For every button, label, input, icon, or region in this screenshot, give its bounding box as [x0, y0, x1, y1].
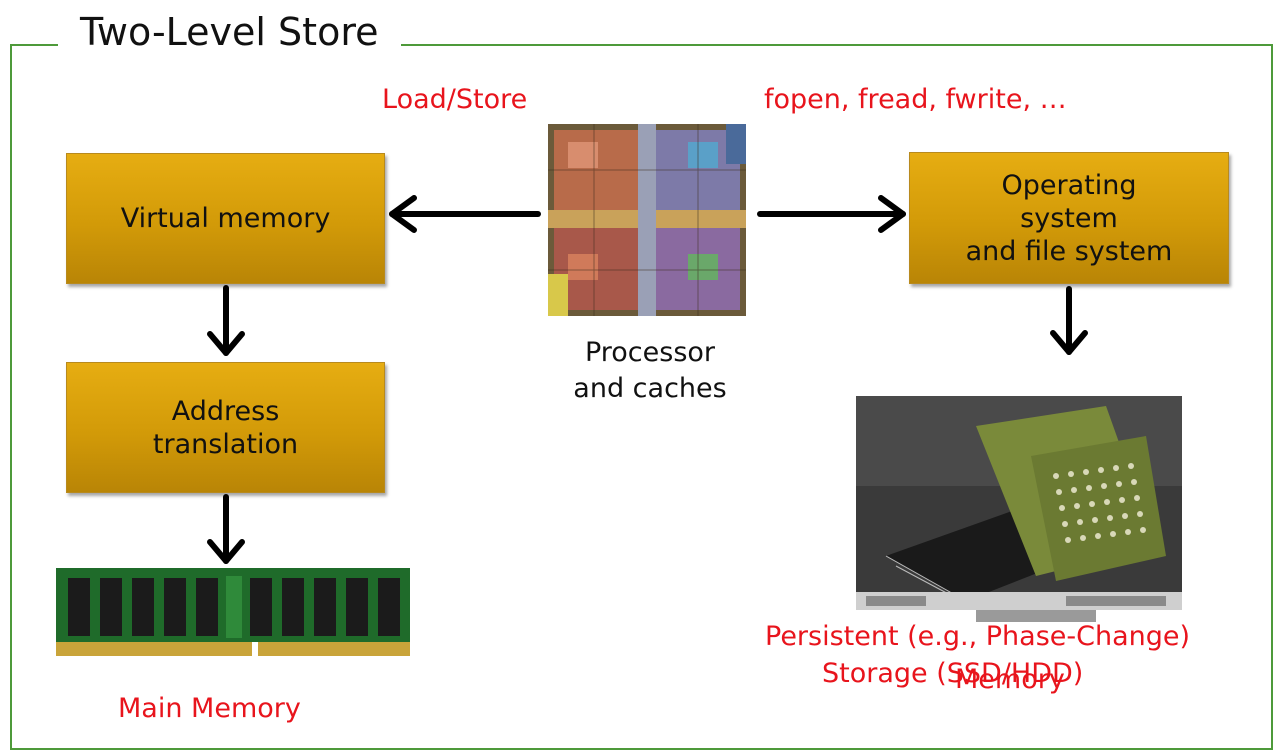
- virtual-memory-label: Virtual memory: [120, 203, 331, 234]
- main-memory-label: Main Memory: [118, 693, 301, 724]
- virtual-memory-box: Virtual memory: [66, 153, 385, 284]
- main-memory-dimm-image: [56, 568, 410, 656]
- storage-chips-image: [856, 396, 1182, 622]
- processor-die-image: [548, 124, 746, 316]
- persistent-label: Persistent (e.g., Phase-Change): [765, 621, 1191, 652]
- slide-frame: [10, 44, 1273, 750]
- operating-system-box: Operating system and file system: [909, 152, 1229, 284]
- operating-system-line-3: and file system: [965, 235, 1173, 267]
- processor-caption-line-2: and caches: [573, 373, 727, 404]
- operating-system-line-1: Operating: [1001, 169, 1137, 201]
- address-translation-box: Address translation: [66, 362, 385, 493]
- arrow-head-right: [878, 195, 906, 233]
- operating-system-line-2: system: [1020, 202, 1118, 234]
- storage-label: Storage (SSD/HDD): [822, 658, 1084, 689]
- memory-overlap-label: Memory: [955, 664, 1065, 695]
- slide-title: Two-Level Store: [58, 6, 401, 58]
- address-translation-line-1: Address: [171, 395, 280, 427]
- load-store-label: Load/Store: [382, 84, 528, 115]
- processor-caption: Processor and caches: [540, 335, 760, 407]
- arrow-head-down-3: [1050, 330, 1088, 355]
- address-translation-line-2: translation: [152, 428, 299, 460]
- arrow-head-left: [389, 195, 417, 233]
- arrow-head-down-1: [207, 331, 245, 356]
- file-ops-label: fopen, fread, fwrite, …: [764, 84, 1067, 115]
- processor-caption-line-1: Processor: [584, 337, 716, 368]
- arrow-head-down-2: [207, 539, 245, 564]
